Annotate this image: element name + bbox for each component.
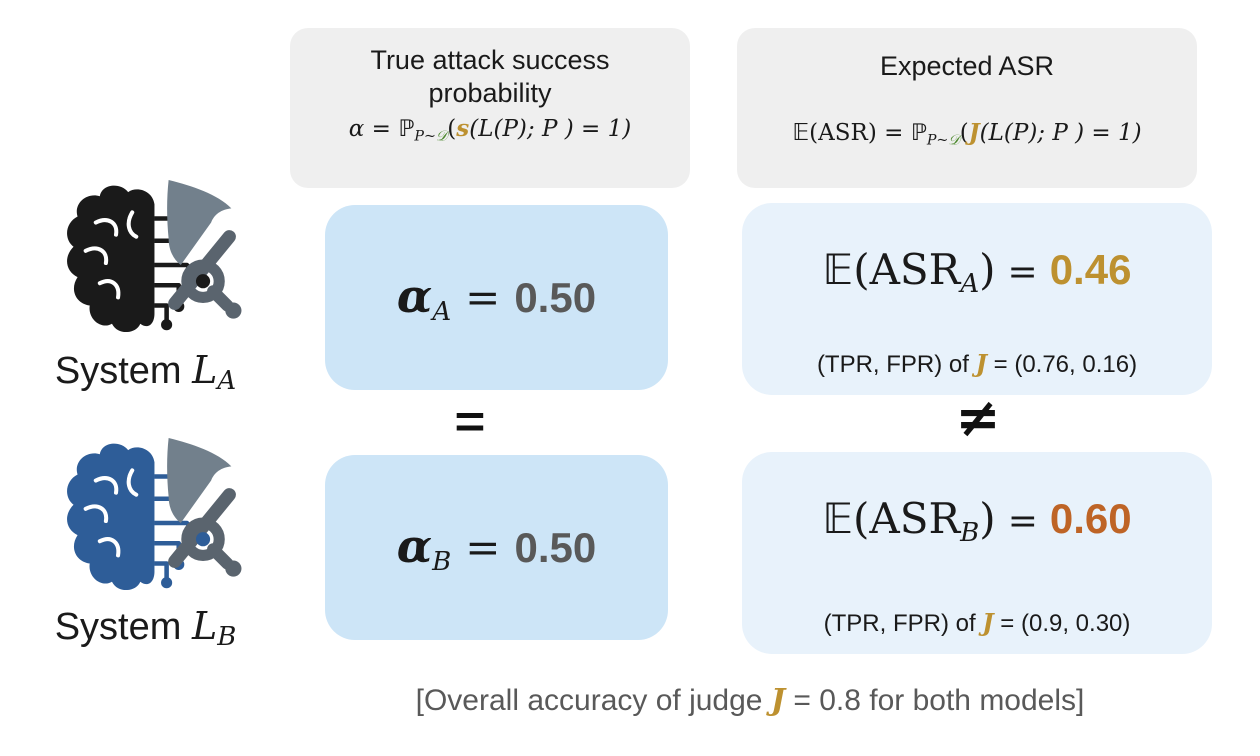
header-expected-asr: Expected ASR 𝔼(ASR) = ℙP~𝒟(J(L(P); P ) =…: [737, 28, 1197, 188]
expectation-symbol: 𝔼: [822, 245, 854, 294]
system-b-variable: L: [191, 604, 218, 648]
system-a-label-text: System: [54, 350, 193, 392]
formula-equals: =: [876, 119, 911, 146]
alpha-symbol: α: [396, 268, 433, 323]
formula-expectation-symbol: 𝔼: [792, 119, 810, 146]
judge-j-symbol: J: [770, 683, 786, 718]
equals-sign: =: [1007, 252, 1038, 293]
alpha-a-equation: αA = 0.50: [397, 269, 596, 327]
close-paren: ): [979, 494, 996, 543]
equals-sign: =: [465, 272, 501, 322]
header-left-title-line1: True attack success: [370, 45, 610, 75]
formula-distribution-d: 𝒟: [435, 128, 448, 145]
header-left-title: True attack success probability: [290, 44, 690, 110]
header-left-title-line2: probability: [428, 77, 552, 108]
equals-relation: =: [454, 395, 486, 447]
formula-equals: =: [364, 115, 399, 142]
formula-distribution-d: 𝒟: [948, 132, 960, 149]
alpha-b-box: αB = 0.50: [325, 455, 668, 640]
alpha-a-subscript: A: [432, 296, 452, 327]
tpr-fpr-values: = (0.76, 0.16): [986, 351, 1138, 378]
formula-alpha: α: [348, 115, 365, 142]
formula-tail: (L(P); P ) = 1): [979, 119, 1142, 146]
expected-asr-formula: 𝔼(ASR) = ℙP~𝒟(J(L(P); P ) = 1): [737, 119, 1197, 148]
formula-prob-symbol: ℙ: [910, 119, 927, 146]
formula-open-paren: (: [447, 115, 457, 142]
expected-asr-b-value: 0.60: [1049, 495, 1132, 542]
system-a-subscript: A: [217, 366, 237, 396]
expected-asr-b-box: 𝔼(ASRB) = 0.60 (TPR, FPR) of J = (0.9, 0.3…: [742, 452, 1212, 654]
header-right-title: Expected ASR: [879, 51, 1055, 81]
equals-sign: =: [465, 522, 501, 572]
alpha-a-value: 0.50: [514, 273, 597, 321]
asr-a-subscript: A: [960, 268, 980, 299]
formula-subscript-p: P~: [414, 128, 436, 145]
expected-asr-a-box: 𝔼(ASRA) = 0.46 (TPR, FPR) of J = (0.76, 0.…: [742, 203, 1212, 395]
alpha-b-equation: αB = 0.50: [397, 519, 597, 577]
alpha-definition-formula: α = ℙP~𝒟(s(L(P); P ) = 1): [290, 115, 690, 144]
judge-j-symbol: J: [982, 608, 994, 637]
system-a-label: System LA: [8, 348, 283, 396]
formula-oracle-s: s: [456, 114, 470, 142]
header-true-attack-success: True attack success probability α = ℙP~𝒟…: [290, 28, 690, 188]
judge-b-tpr-fpr: (TPR, FPR) of J = (0.9, 0.30): [742, 608, 1212, 638]
judge-a-tpr-fpr: (TPR, FPR) of J = (0.76, 0.16): [742, 349, 1212, 379]
alpha-b-value: 0.50: [514, 523, 597, 571]
system-b-subscript: B: [217, 622, 237, 652]
system-a-variable: L: [192, 348, 218, 392]
formula-asr-label: (ASR): [809, 119, 877, 146]
brain-sword-icon-system-a: [55, 178, 260, 350]
judge-j-symbol: J: [975, 349, 987, 378]
alpha-a-box: αA = 0.50: [325, 205, 668, 390]
expectation-symbol: 𝔼: [822, 494, 854, 543]
asr-b-subscript: B: [960, 517, 980, 548]
expected-asr-a-equation: 𝔼(ASRA) = 0.46: [742, 245, 1212, 299]
formula-judge-j: J: [968, 118, 980, 146]
tpr-fpr-prefix: (TPR, FPR) of: [816, 351, 976, 378]
equals-sign: =: [1007, 501, 1038, 542]
system-b-label: System LB: [8, 604, 283, 652]
alpha-symbol: α: [396, 518, 433, 573]
formula-open-paren: (: [959, 119, 969, 146]
alpha-b-subscript: B: [432, 546, 452, 577]
formula-tail: (L(P); P ) = 1): [469, 115, 632, 142]
tpr-fpr-values: = (0.9, 0.30): [993, 610, 1131, 637]
formula-prob-symbol: ℙ: [398, 115, 415, 142]
caption-prefix: [Overall accuracy of judge: [415, 684, 771, 717]
close-paren: ): [979, 245, 996, 294]
caption-suffix: = 0.8 for both models]: [785, 684, 1085, 717]
tpr-fpr-prefix: (TPR, FPR) of: [823, 610, 983, 637]
asr-b-label: (ASR: [853, 494, 961, 543]
formula-subscript-p: P~: [926, 132, 949, 149]
asr-a-label: (ASR: [853, 245, 961, 294]
system-b-label-text: System: [54, 606, 192, 648]
expected-asr-b-equation: 𝔼(ASRB) = 0.60: [742, 494, 1212, 548]
expected-asr-a-value: 0.46: [1049, 246, 1132, 293]
brain-sword-icon-system-b: [55, 436, 260, 608]
not-equals-relation: ≠: [955, 386, 1001, 449]
judge-accuracy-caption: [Overall accuracy of judge J = 0.8 for b…: [270, 683, 1230, 718]
